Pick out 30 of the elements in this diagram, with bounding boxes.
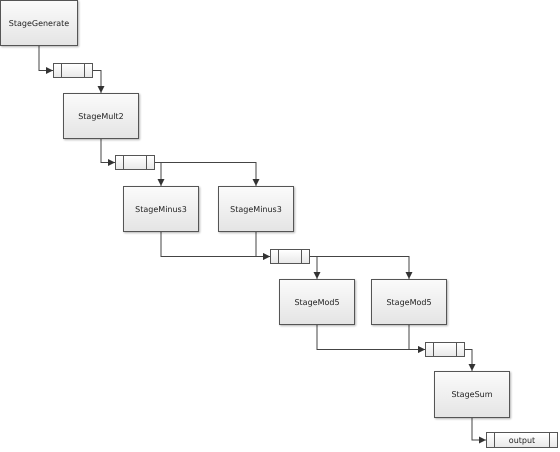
arrow [256,232,270,260]
arrow [38,46,54,74]
stage-box [0,0,78,46]
stage-box [434,371,510,418]
stage-label: StageMinus3 [230,204,282,214]
arrow [154,162,164,186]
stage-box [218,186,294,232]
arrow [310,256,412,280]
queue-box [425,342,465,357]
queue-box [270,249,310,264]
stage-box [123,186,199,232]
stage-label: StageMinus3 [135,204,187,214]
arrow [154,162,260,186]
stage-label: StageMod5 [294,298,340,306]
stage-box [371,279,447,325]
stage-box [279,279,355,325]
queue-box [486,432,558,448]
arrow [408,324,426,353]
stage-label: StageSum [451,390,493,399]
arrow [472,418,486,444]
stage-label: StageMult2 [78,112,124,120]
stage-label: StageGenerate [8,18,70,28]
queue-box [53,63,93,78]
arrow [92,70,104,94]
arrow [100,138,116,166]
queue-box [115,155,155,170]
arrow [464,349,476,372]
stage-label: StageMod5 [386,298,432,306]
stage-label: output [508,436,536,444]
stage-box [63,93,139,139]
